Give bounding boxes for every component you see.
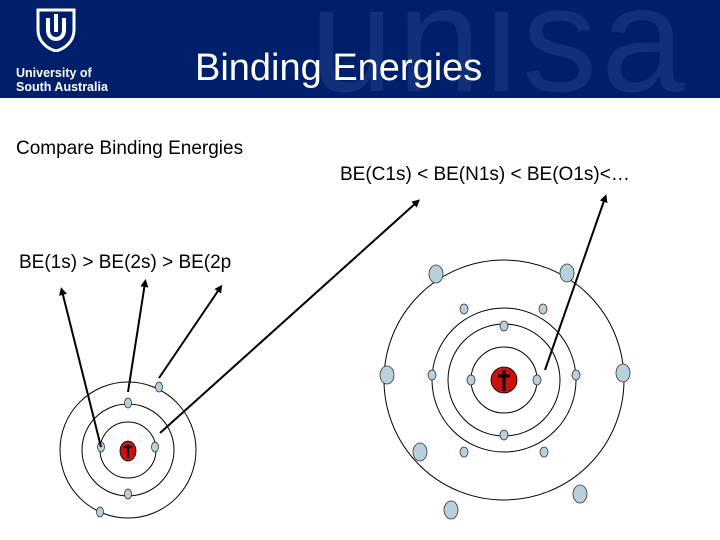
- arrow-2p: [158, 284, 223, 379]
- arrow-2s: [127, 279, 149, 393]
- electron: [539, 446, 549, 458]
- electron: [466, 374, 476, 386]
- electron: [615, 363, 631, 383]
- electron: [459, 446, 469, 458]
- electron: [443, 500, 459, 520]
- page-title: Binding Energies: [195, 47, 483, 89]
- arrow-o1s: [544, 194, 608, 371]
- be-relation-text: BE(C1s) < BE(N1s) < BE(O1s)<…: [340, 164, 630, 185]
- electron: [559, 263, 575, 283]
- nucleus-plus-sign: [498, 370, 510, 391]
- electron: [538, 303, 548, 315]
- header-banner: unisa University of South Australia Bind…: [0, 0, 720, 98]
- shield-icon: [36, 8, 76, 52]
- electron: [427, 369, 437, 381]
- logo-text: University of South Australia: [16, 66, 108, 94]
- electron: [459, 303, 469, 315]
- electron: [151, 441, 159, 453]
- electron: [572, 484, 588, 504]
- unisa-watermark: unisa: [310, 0, 689, 98]
- small-atom: [59, 381, 197, 519]
- electron: [428, 264, 444, 284]
- compare-label: Compare Binding Energies: [16, 138, 244, 159]
- university-logo: University of South Australia: [16, 8, 126, 94]
- electron: [96, 506, 104, 518]
- logo-line-2: South Australia: [16, 80, 108, 94]
- nucleus-plus-sign: [124, 444, 132, 458]
- arrow-1s: [59, 287, 102, 448]
- electron: [124, 488, 132, 500]
- electron: [499, 429, 509, 441]
- electron: [532, 374, 542, 386]
- be-order-text: BE(1s) > BE(2s) > BE(2p: [19, 252, 232, 273]
- large-atom: [379, 259, 631, 520]
- electron: [412, 442, 428, 462]
- electron: [155, 381, 163, 393]
- electron: [124, 397, 132, 409]
- electron: [571, 369, 581, 381]
- arrows: [59, 194, 608, 448]
- shell-3: [59, 381, 197, 519]
- electron: [499, 320, 509, 332]
- electron: [379, 365, 395, 385]
- logo-line-1: University of: [16, 66, 92, 80]
- arrow-c1s: [159, 199, 420, 434]
